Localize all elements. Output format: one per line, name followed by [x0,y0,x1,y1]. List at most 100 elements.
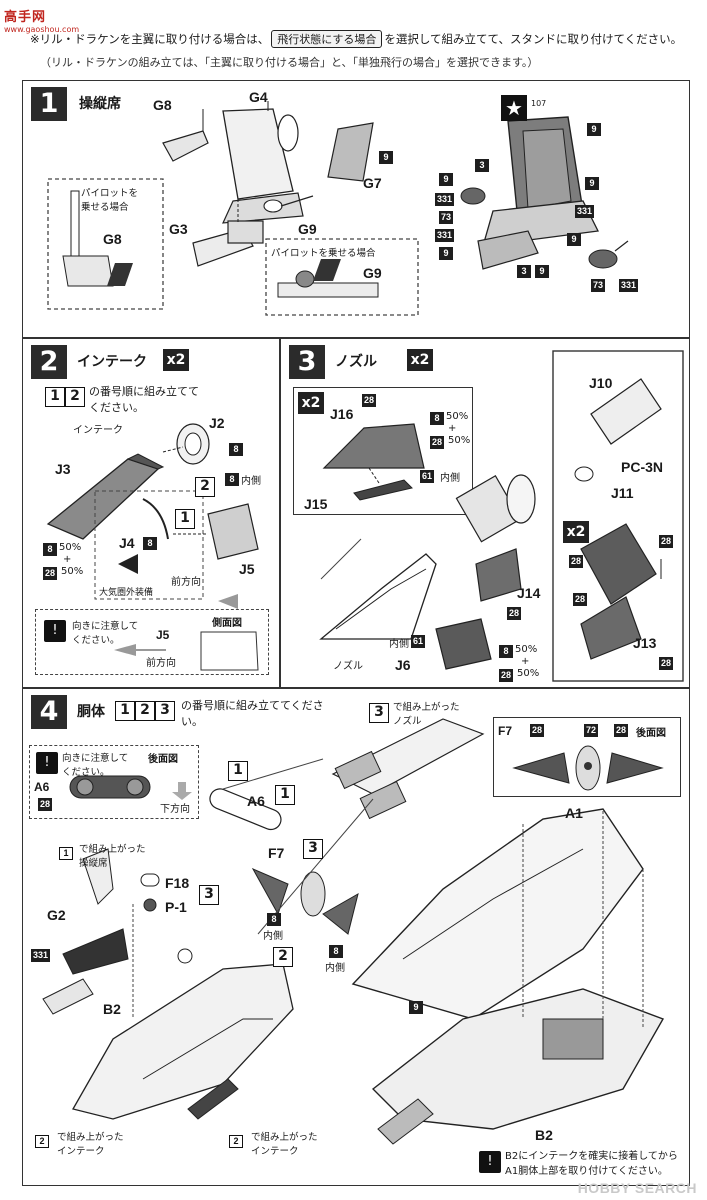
step3-title: ノズル [335,354,377,370]
flight-mode-button-ref: 飛行状態にする場合 [271,30,383,48]
step2-outer-space-label: 大気圏外装備 [99,588,154,598]
step2-paint-b-tag: 28 [43,567,58,580]
step1-tag-a: 9 [587,123,601,136]
step4-ref-3-a: 3 [369,703,389,723]
step3-label-j10: J10 [589,375,613,391]
step2-label-j2: J2 [209,415,225,431]
step3-paint1-b-pct: 50% [448,435,471,446]
step3-label-j11: J11 [611,485,634,501]
step2-title: インテーク [77,354,147,370]
step2-paint-plus: + [63,554,72,565]
step3-panel: 3 ノズル x2 x2 J16 28 J15 61 内側 8 50% + 28 … [280,338,690,688]
step4-tag-9: 9 [409,1001,423,1014]
step1-tag-e: 331 [435,193,455,206]
step3-nozzle-detail-box: x2 J16 28 J15 61 内側 8 50% + 28 50% [293,387,473,515]
step4-assembled-intake-left: で組み上がった インテーク [57,1132,124,1157]
step4-label-b2-right: B2 [535,1127,553,1143]
step3-tag-j16: 28 [362,394,377,407]
step2-side-view-label: 側面図 [212,618,242,629]
step1-label-g9-pilot: G9 [363,265,382,281]
step2-forward-label: 前方向 [171,577,201,588]
step4-seq-2: 2 [135,701,155,721]
step1-tag-g: 73 [439,211,454,224]
step3-tag-c: 28 [569,555,584,568]
caution-icon-3: ! [479,1151,501,1173]
step3-tag-e: 28 [573,593,588,606]
step4-tag-8a: 8 [267,913,281,926]
step4-ref-1-a: 1 [228,761,248,781]
step3-label-j13: J13 [633,635,657,651]
step4-label-f18: F18 [165,875,190,891]
step2-paint-a-pct: 50% [59,542,82,553]
step1-panel: 1 操縦席 [22,80,690,338]
step3-label-pc3n: PC-3N [621,459,664,475]
step1-tag-i: 9 [439,247,453,260]
step2-inside-tag: 8 [225,473,239,486]
step2-paint-a-tag: 8 [43,543,57,556]
step3-nozzle-label: ノズル [333,661,363,672]
step2-j4-tag: 8 [143,537,157,550]
logo-url: www.gaoshou.com [4,25,80,34]
step4-label-f7-view: F7 [498,724,513,738]
step2-j2-tag: 8 [229,443,243,456]
step3-nozzle-detail-art [322,423,425,501]
step1-tag-g7-color: 9 [379,151,393,164]
step2-ref-1: 1 [175,509,195,529]
step4-f7-rear-art [512,745,664,791]
step4-caution-box: ! 向きに注意して ください。 後面図 A6 28 下方向 [29,745,199,819]
step3-tag-j14: 28 [507,607,522,620]
step2-label-j5: J5 [239,561,255,577]
step2-seq-2: 2 [65,387,85,407]
step4-inside-a: 内側 [263,931,283,942]
step1-tag-n: 331 [619,279,639,292]
step3-sub-multiplier-2: x2 [563,521,589,543]
step4-intake-ref-right: 2 [229,1135,243,1148]
step4-inside-b: 内側 [325,963,345,974]
step2-intake-label: インテーク [73,425,123,436]
step2-label-j5-side: J5 [156,628,170,642]
step3-label-j16: J16 [330,406,354,422]
step4-rear-view-art [69,775,192,800]
step2-caution-box: ! 向きに注意して ください。 J5 側面図 前方向 [35,609,269,675]
step3-paint2-plus: + [521,656,530,667]
step4-panel: 4 胴体 1 2 3 の番号順に組み立ててください。 ! 向きに注意して くださ… [22,688,690,1186]
step3-paint2-b: 28 [499,669,514,682]
step4-label-a6: A6 [247,793,265,809]
step4-instruction: の番号順に組み立ててください。 [181,699,324,728]
step2-panel: 2 インテーク x2 1 2 の番号順に組み立ててください。 インテーク J2 … [22,338,280,688]
step1-label-g3: G3 [169,221,188,237]
step2-ref-2: 2 [195,477,215,497]
step4-assembled-nozzle: で組み上がった ノズル [393,702,460,727]
step4-ref-3-b: 3 [303,839,323,859]
step4-intake-ref-left: 2 [35,1135,49,1148]
step3-nozzle-assembly-art [319,350,684,682]
header-note-pre: ※リル・ドラケンを主翼に取り付ける場合は、 [30,32,270,46]
step4-label-b2-left: B2 [103,1001,121,1017]
step3-label-j15: J15 [304,496,328,512]
step3-paint1-plus: + [448,423,457,434]
step4-f7-tag-28b: 28 [614,724,629,737]
step1-label-g7: G7 [363,175,382,191]
step3-label-j14: J14 [517,585,541,601]
step3-sub-multiplier: x2 [298,392,324,414]
step1-tag-k: 9 [535,265,549,278]
step2-forward-label-2: 前方向 [146,658,176,669]
logo-brand: 高手网 [4,10,47,25]
star-mark-icon: ★ [501,95,527,121]
step3-inside-label-2: 内側 [389,639,409,650]
step4-title: 胴体 [77,704,105,720]
step2-label-j3: J3 [55,461,71,477]
step3-paint2-b-pct: 50% [517,668,540,679]
step1-cockpit-exploded-art [47,101,629,316]
step1-tag-l: 9 [567,233,581,246]
step3-tag-61b: 61 [411,635,426,648]
step3-number: 3 [289,345,325,379]
step1-tag-m: 73 [591,279,606,292]
step3-paint1-a: 8 [430,412,444,425]
step4-cockpit-ref-tag: 1 [59,847,73,860]
step4-label-a6-view: A6 [34,780,50,794]
step1-star-number: 107 [531,99,547,108]
step2-multiplier: x2 [163,349,189,371]
step4-seq-1: 1 [115,701,135,721]
step4-seq-3: 3 [155,701,175,721]
